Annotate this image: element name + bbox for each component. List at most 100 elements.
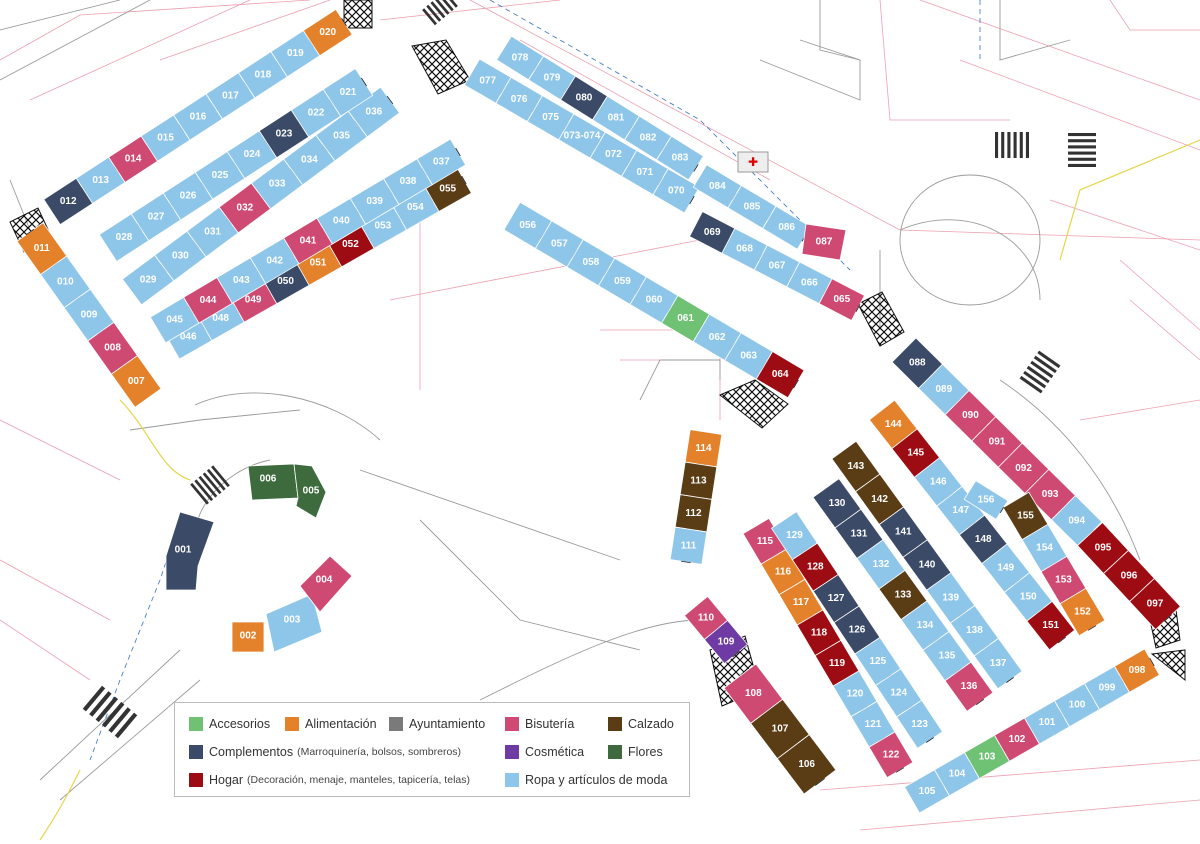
- stall-label-026: 026: [180, 191, 197, 202]
- stall-label-067: 067: [769, 261, 786, 272]
- stall-label-094: 094: [1068, 515, 1085, 526]
- stall-divider: [855, 304, 861, 312]
- stall-label-086: 086: [778, 222, 795, 233]
- street-line: [379, 0, 561, 21]
- legend-item-complementos: Complementos (Marroquinería, bolsos, som…: [189, 744, 461, 760]
- stall-label-135: 135: [939, 651, 956, 662]
- stall-003: [265, 593, 323, 653]
- stall-label-064: 064: [772, 369, 789, 380]
- stall-label-098: 098: [1129, 665, 1146, 676]
- stall-label-121: 121: [865, 719, 882, 730]
- legend-label: Flores: [628, 745, 663, 759]
- legend-note: (Decoración, menaje, manteles, tapicería…: [247, 774, 470, 786]
- ground-line: [899, 219, 1041, 301]
- stall-label-136: 136: [961, 681, 978, 692]
- stall-111: [669, 526, 708, 565]
- street-line: [0, 559, 111, 621]
- legend-item-alimentacion: Alimentación: [285, 716, 377, 732]
- stall-001: [165, 511, 215, 591]
- legend-item-bisuteria: Bisutería: [505, 716, 574, 732]
- stall-label-005: 005: [303, 486, 320, 497]
- ground-line: [0, 0, 121, 31]
- stall-label-075: 075: [542, 112, 559, 123]
- stall-label-102: 102: [1009, 734, 1026, 745]
- stall-label-125: 125: [870, 656, 887, 667]
- stall-label-053: 053: [375, 221, 392, 232]
- stall-label-128: 128: [807, 562, 824, 573]
- stall-label-058: 058: [583, 257, 600, 268]
- stall-label-083: 083: [672, 153, 689, 164]
- legend-label: Cosmética: [525, 745, 585, 759]
- stall-label-112: 112: [685, 508, 702, 519]
- stall-label-050: 050: [277, 276, 294, 287]
- stall-label-132: 132: [873, 559, 890, 570]
- stall-label-069: 069: [704, 227, 721, 238]
- stall-137: [973, 637, 1023, 690]
- stall-label-146: 146: [930, 476, 947, 487]
- stall-label-073-074: 073-074: [564, 131, 601, 142]
- stall-122: [868, 731, 914, 779]
- stall-label-138: 138: [966, 625, 983, 636]
- stall-divider: [386, 95, 394, 105]
- stall-label-045: 045: [166, 315, 183, 326]
- stall-label-119: 119: [829, 658, 846, 669]
- stall-divider: [461, 175, 467, 185]
- legend-item-hogar: Hogar (Decoración, menaje, manteles, tap…: [189, 772, 470, 788]
- stall-label-014: 014: [125, 154, 142, 165]
- stall-label-079: 079: [544, 73, 561, 84]
- stall-label-046: 046: [180, 331, 197, 342]
- stall-divider: [681, 560, 691, 564]
- stall-label-126: 126: [849, 625, 866, 636]
- stall-label-150: 150: [1020, 591, 1037, 602]
- stall-divider: [1149, 657, 1155, 667]
- stall-label-034: 034: [301, 155, 318, 166]
- legend-item-calzado: Calzado: [608, 716, 674, 732]
- stall-divider: [793, 379, 799, 389]
- legend-label: Calzado: [628, 717, 674, 731]
- stall-label-092: 092: [1015, 463, 1032, 474]
- stall-label-122: 122: [883, 749, 900, 760]
- roundabout: [899, 174, 1041, 306]
- stall-label-145: 145: [907, 448, 924, 459]
- stall-divider: [361, 77, 367, 87]
- stall-label-031: 031: [204, 227, 221, 238]
- stall-divider: [1087, 625, 1097, 631]
- stall-label-001: 001: [175, 545, 192, 556]
- hatched-area: [411, 39, 471, 95]
- stall-label-044: 044: [200, 295, 217, 306]
- stall-label-100: 100: [1069, 700, 1086, 711]
- stall-label-155: 155: [1017, 511, 1034, 522]
- stall-label-007: 007: [128, 376, 145, 387]
- stall-label-004: 004: [316, 575, 333, 586]
- stall-label-123: 123: [911, 719, 928, 730]
- stall-label-089: 089: [936, 384, 953, 395]
- stall-label-087: 087: [816, 237, 833, 248]
- stall-156: [963, 480, 1009, 520]
- stall-label-009: 009: [81, 310, 98, 321]
- red-cross-icon: ✚: [748, 155, 758, 169]
- ground-line: [39, 649, 181, 781]
- stall-136: [944, 661, 994, 712]
- stall-label-006: 006: [260, 474, 277, 485]
- stall-divider: [1163, 614, 1173, 622]
- stall-label-008: 008: [104, 343, 121, 354]
- street-line: [919, 0, 1200, 101]
- stall-label-113: 113: [690, 475, 707, 486]
- legend-label: Bisutería: [525, 717, 575, 731]
- zebra-crossing: [1068, 133, 1096, 167]
- street-line: [0, 0, 311, 61]
- stall-label-131: 131: [851, 528, 868, 539]
- stall-097: [1128, 577, 1182, 631]
- street-line: [819, 759, 1200, 791]
- stall-label-022: 022: [308, 108, 325, 119]
- stall-label-134: 134: [917, 620, 934, 631]
- stall-label-071: 071: [637, 167, 654, 178]
- stall-label-043: 043: [233, 275, 250, 286]
- legend-item-flores: Flores: [608, 744, 663, 760]
- stall-label-141: 141: [895, 527, 912, 538]
- stall-label-115: 115: [757, 536, 774, 547]
- stall-divider: [895, 767, 905, 773]
- stall-divider: [999, 506, 1005, 514]
- legend-swatch: [505, 773, 519, 787]
